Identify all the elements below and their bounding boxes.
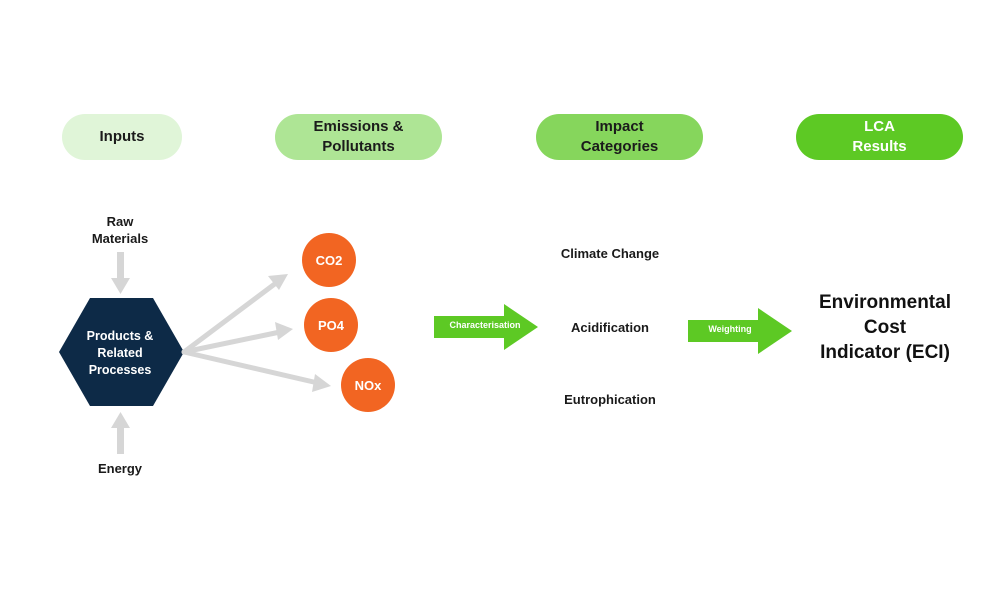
characterisation-label: Characterisation xyxy=(449,320,521,330)
header-inputs: Inputs xyxy=(62,114,182,160)
energy-label: Energy xyxy=(97,461,143,476)
weighting-arrow xyxy=(688,308,792,354)
emission-arrowheads xyxy=(268,274,331,392)
raw-materials-arrow xyxy=(111,252,130,294)
header-impact-categories: Impact Categories xyxy=(536,114,703,160)
impact-acidification: Acidification xyxy=(570,320,649,335)
impact-eutrophication: Eutrophication xyxy=(564,392,656,407)
emission-po4: PO4 xyxy=(304,298,358,352)
energy-arrow xyxy=(111,412,130,454)
characterisation-arrow xyxy=(434,304,538,350)
emission-arrows xyxy=(181,280,321,386)
header-emissions: Emissions & Pollutants xyxy=(275,114,442,160)
raw-materials-label: Raw Materials xyxy=(91,214,149,246)
weighting-label: Weighting xyxy=(708,324,752,334)
emission-co2: CO2 xyxy=(302,233,356,287)
process-hexagon xyxy=(59,298,184,406)
process-label: Products & Related Processes xyxy=(86,329,154,377)
eci-result-label: Environmental Cost Indicator (ECI) xyxy=(819,292,951,363)
impact-climate-change: Climate Change xyxy=(560,246,660,261)
header-lca-results: LCA Results xyxy=(796,114,963,160)
emission-nox: NOx xyxy=(341,358,395,412)
